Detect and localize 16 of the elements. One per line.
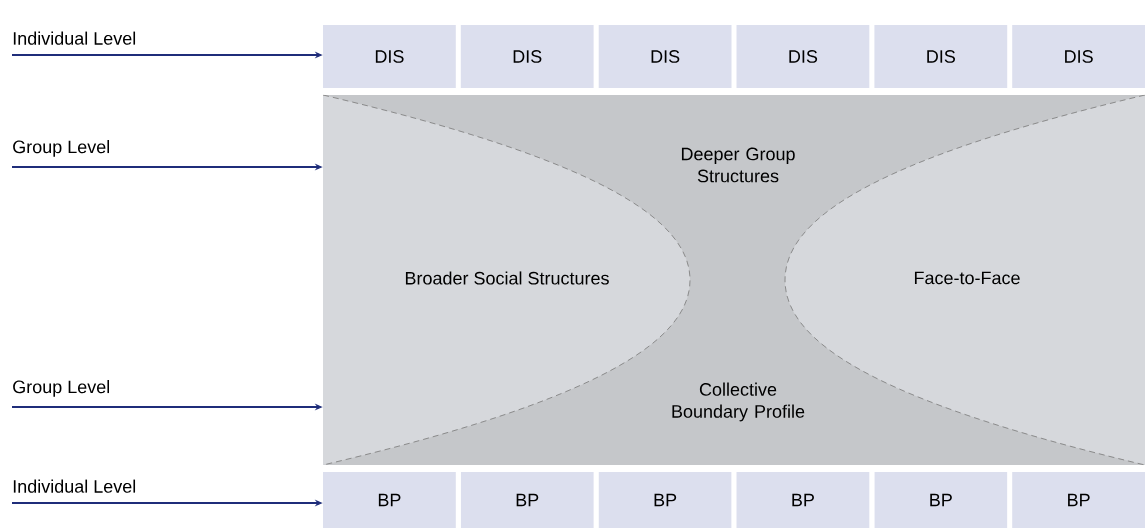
- label-box: DIS: [323, 25, 456, 88]
- label-box: DIS: [460, 25, 594, 88]
- label-box: BP: [598, 472, 732, 528]
- label-box: DIS: [874, 25, 1008, 88]
- label-box: BP: [460, 472, 594, 528]
- label-box: BP: [1012, 472, 1145, 528]
- label-box: DIS: [1012, 25, 1145, 88]
- label-box: BP: [736, 472, 870, 528]
- label-box: DIS: [598, 25, 732, 88]
- edge-label: Group Level: [10, 378, 113, 399]
- edge-label: Individual Level: [10, 29, 139, 47]
- edge-label: Group Level: [10, 138, 113, 159]
- label-box: BP: [323, 472, 456, 528]
- label-box: BP: [874, 472, 1008, 528]
- edge-label: Individual Level: [10, 477, 139, 495]
- label-box: DIS: [736, 25, 870, 88]
